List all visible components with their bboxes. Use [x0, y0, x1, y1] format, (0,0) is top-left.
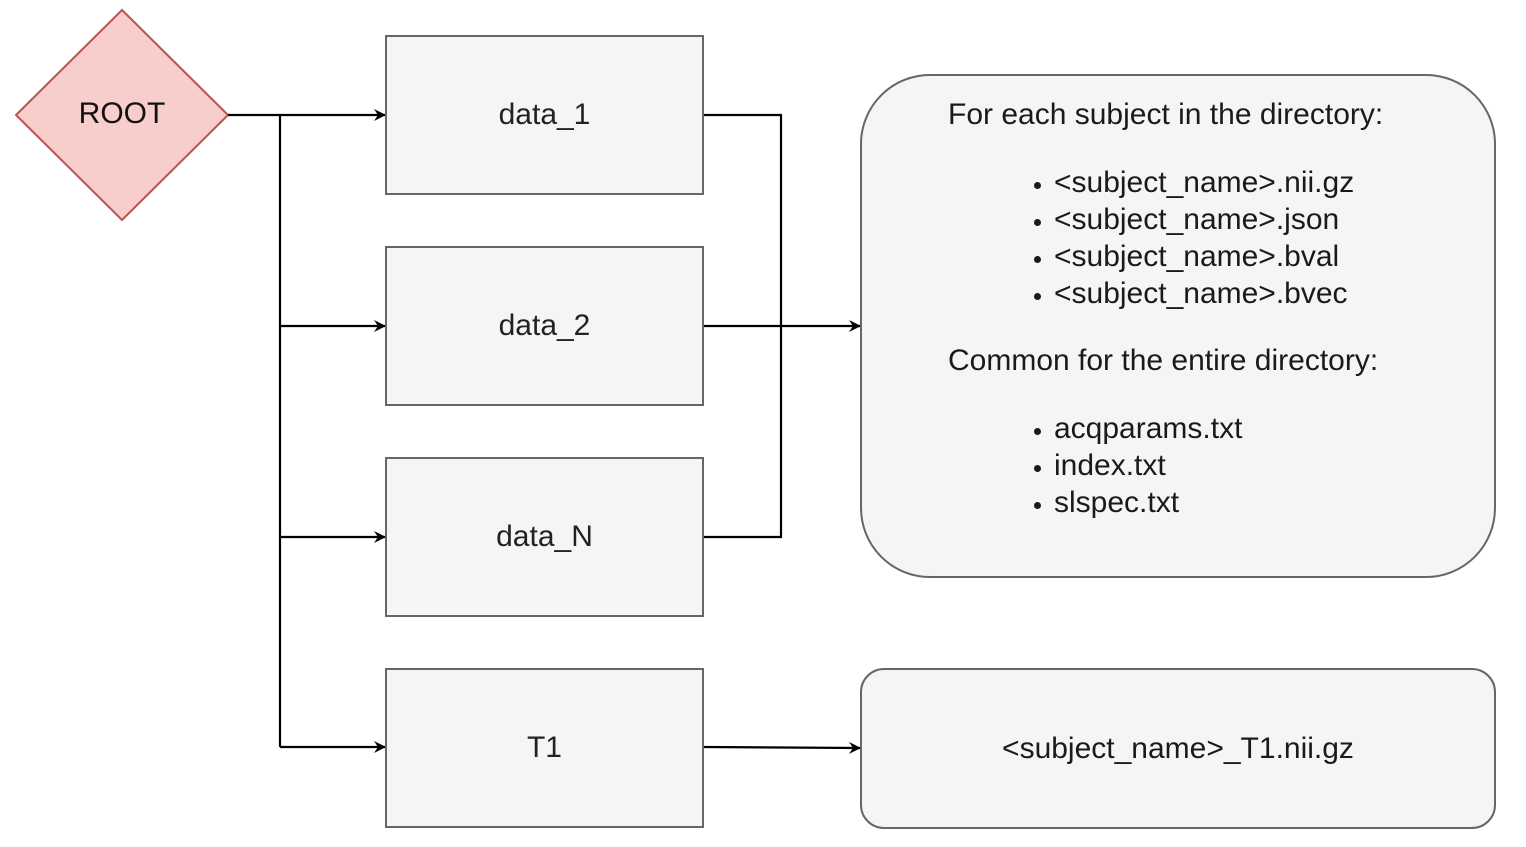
t1-file-panel: <subject_name>_T1.nii.gz — [860, 668, 1496, 829]
folder-label-t1: T1 — [526, 731, 562, 764]
folder-box-t1: T1 — [385, 668, 704, 828]
list-item: acqparams.txt — [1054, 410, 1474, 447]
t1-file-label: <subject_name>_T1.nii.gz — [1002, 731, 1354, 765]
edge-t1-info — [703, 741, 861, 754]
folder-label-data-1: data_1 — [498, 98, 591, 131]
root-diamond — [14, 8, 230, 222]
list-item: <subject_name>.bval — [1054, 238, 1474, 275]
list-item: index.txt — [1054, 447, 1474, 484]
common-heading: Common for the entire directory: — [948, 344, 1379, 377]
common-file-list: acqparams.txt index.txt slspec.txt — [948, 410, 1474, 521]
folder-box-data-n: data_N — [385, 457, 704, 617]
folder-label-data-n: data_N — [496, 520, 593, 553]
folder-label-data-2: data_2 — [498, 309, 591, 342]
per-subject-heading: For each subject in the directory: — [948, 98, 1384, 131]
folder-connectors — [703, 113, 861, 754]
folder-box-data-1: data_1 — [385, 35, 704, 195]
list-item: <subject_name>.bvec — [1054, 275, 1474, 312]
list-item: <subject_name>.nii.gz — [1054, 164, 1474, 201]
list-item: <subject_name>.json — [1054, 201, 1474, 238]
subject-files-panel: For each subject in the directory: <subj… — [860, 74, 1496, 578]
list-item: slspec.txt — [1054, 484, 1474, 521]
root-connectors — [228, 109, 386, 753]
per-subject-file-list: <subject_name>.nii.gz <subject_name>.jso… — [948, 164, 1474, 312]
folder-box-data-2: data_2 — [385, 246, 704, 406]
